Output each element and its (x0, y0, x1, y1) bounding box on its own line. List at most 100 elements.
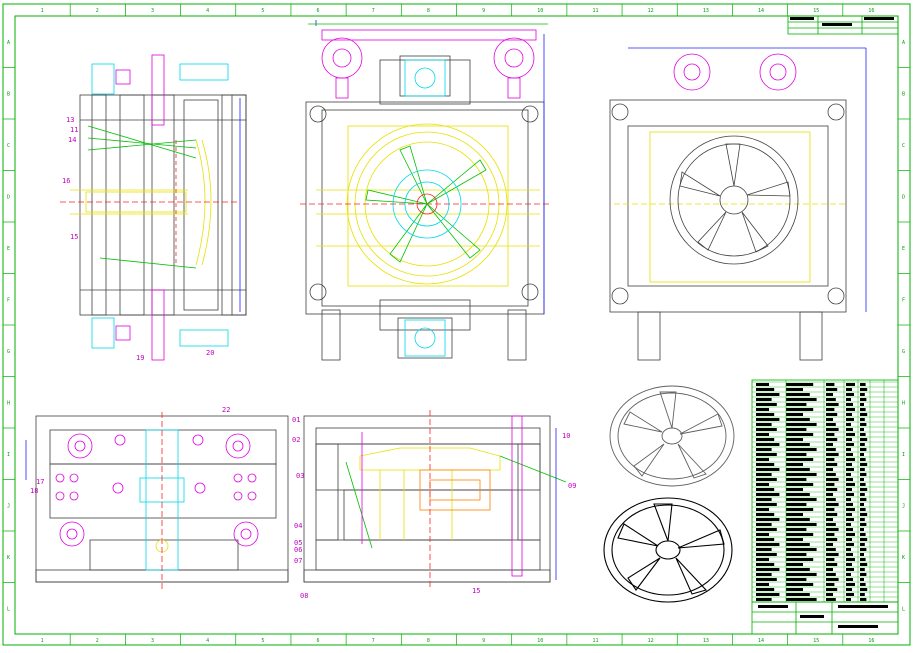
bom-cell (756, 493, 780, 496)
bom-cell (826, 543, 833, 546)
bom-cell (846, 513, 852, 516)
zone-column-label: 2 (96, 638, 99, 644)
callout-label: 03 (296, 472, 304, 480)
bom-cell (846, 428, 853, 431)
zone-column-label: 14 (758, 638, 764, 644)
bom-cell (756, 463, 775, 466)
zone-row-label: I (7, 452, 10, 458)
bom-cell (860, 593, 865, 596)
zone-column-label: 8 (427, 8, 430, 14)
zone-column-label: 5 (261, 8, 264, 14)
bom-cell (786, 468, 810, 471)
bom-cell (756, 583, 769, 586)
zone-row-label: D (7, 194, 10, 200)
bom-cell (756, 388, 775, 391)
bom-cell (826, 583, 835, 586)
bom-cell (786, 418, 810, 421)
zone-column-label: 4 (206, 8, 209, 14)
bom-cell (860, 388, 868, 391)
zone-row-label: B (902, 91, 905, 97)
zone-row-label: L (902, 606, 905, 612)
bom-cell (786, 408, 814, 411)
bom-cell (846, 538, 852, 541)
bom-cell (860, 473, 867, 476)
bom-cell (826, 573, 836, 576)
bom-cell (756, 433, 769, 436)
bom-cell (756, 448, 772, 451)
bom-cell (860, 483, 866, 486)
bom-cell (846, 558, 855, 561)
wheel-iso-top (609, 385, 735, 487)
bom-cell (786, 483, 814, 486)
zone-row-label: K (902, 555, 905, 561)
zone-column-label: 16 (868, 638, 874, 644)
bom-cell (826, 418, 833, 421)
bom-cell (826, 578, 839, 581)
bom-cell (860, 518, 865, 521)
zone-row-label: F (7, 297, 10, 303)
bom-cell (860, 393, 865, 396)
bom-cell (826, 528, 839, 531)
zone-row-label: H (902, 400, 905, 406)
bom-cell (826, 523, 836, 526)
callout-label: 19 (136, 354, 144, 362)
bom-cell (756, 553, 777, 556)
zone-row-label: A (7, 40, 10, 46)
bom-cell (826, 398, 836, 401)
bom-cell (846, 468, 854, 471)
revision-strip (787, 15, 899, 35)
bom-cell (860, 523, 867, 526)
bom-cell (786, 538, 803, 541)
zone-column-label: 4 (206, 638, 209, 644)
bom-cell (786, 508, 814, 511)
bom-cell (846, 383, 855, 386)
zone-row-label: I (902, 452, 905, 458)
callout-label: 06 (294, 546, 302, 554)
zone-row-label: C (902, 143, 905, 149)
zone-column-label: 3 (151, 8, 154, 14)
bom-cell (860, 508, 866, 511)
bom-cell (860, 478, 864, 481)
bom-cell (756, 483, 769, 486)
zone-row-label: G (7, 349, 10, 355)
zone-column-label: 15 (813, 638, 819, 644)
callout-label: 02 (292, 436, 300, 444)
callout-label: 04 (294, 522, 302, 530)
bom-cell (756, 508, 769, 511)
zone-column-label: 7 (372, 638, 375, 644)
bom-cell (786, 393, 810, 396)
bom-cell (756, 563, 775, 566)
bom-cell (826, 428, 839, 431)
zone-column-label: 16 (868, 8, 874, 14)
bom-cell (786, 423, 817, 426)
bom-cell (786, 453, 807, 456)
bom-cell (756, 428, 777, 431)
bom-cell (846, 393, 854, 396)
zone-column-label: 13 (703, 638, 709, 644)
bom-cell (860, 578, 864, 581)
bom-cell (786, 413, 803, 416)
bom-cell (826, 468, 833, 471)
callout-label: 15 (70, 233, 78, 241)
bom-rows (752, 380, 898, 602)
bom-cell (756, 383, 769, 386)
bom-cell (826, 483, 835, 486)
bom-cell (826, 443, 833, 446)
bom-cell (846, 408, 855, 411)
bom-cell (786, 443, 810, 446)
bom-cell (860, 528, 864, 531)
bom-cell (786, 498, 817, 501)
bom-cell (860, 568, 865, 571)
bom-cell (826, 508, 835, 511)
zone-column-label: 2 (96, 8, 99, 14)
callout-label: 01 (292, 416, 300, 424)
bom-cell (826, 563, 838, 566)
bom-cell (860, 463, 868, 466)
bom-cell (756, 418, 780, 421)
bom-cell (826, 538, 838, 541)
zone-column-label: 10 (537, 8, 543, 14)
bom-cell (826, 588, 838, 591)
bom-cell (786, 398, 817, 401)
zone-column-label: 11 (592, 8, 598, 14)
